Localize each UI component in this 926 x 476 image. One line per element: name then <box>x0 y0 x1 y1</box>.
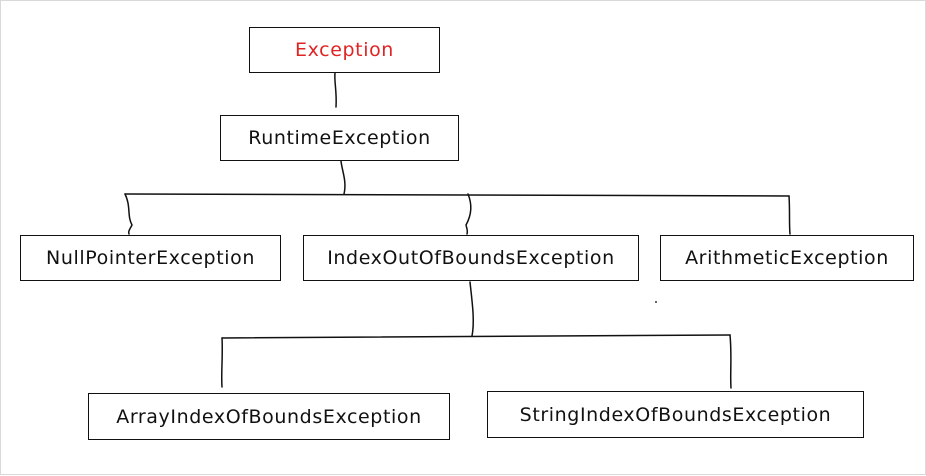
node-index-out-of-bounds-exception: IndexOutOfBoundsException <box>303 235 639 281</box>
connector-drop-stringindex <box>729 334 732 389</box>
node-exception: Exception <box>249 27 440 73</box>
connector-top-bar <box>124 193 790 197</box>
node-exception-label: Exception <box>295 39 394 61</box>
stray-dot-2 <box>655 301 657 303</box>
node-array-index-of-bounds-exception: ArrayIndexOfBoundsException <box>88 393 450 440</box>
connector-lower-bar <box>221 334 731 339</box>
connector-drop-arithmetic <box>788 195 791 235</box>
node-string-index-of-bounds-exception: StringIndexOfBoundsException <box>487 391 864 438</box>
node-string-index-of-bounds-exception-label: StringIndexOfBoundsException <box>519 403 832 426</box>
connector-drop-indexoutofbounds <box>465 193 472 235</box>
connector-drop-arrayindex <box>220 337 224 388</box>
node-arithmetic-exception-label: ArithmeticException <box>685 247 889 269</box>
node-null-pointer-exception: NullPointerException <box>20 235 281 281</box>
connector-runtime-bar <box>340 160 346 195</box>
connector-drop-nullpointer <box>124 193 133 235</box>
node-runtime-exception: RuntimeException <box>220 115 459 161</box>
node-array-index-of-bounds-exception-label: ArrayIndexOfBoundsException <box>116 405 422 428</box>
node-null-pointer-exception-label: NullPointerException <box>46 247 255 269</box>
connector-exception-runtime <box>334 72 337 108</box>
connector-index-bar <box>469 281 474 337</box>
node-arithmetic-exception: ArithmeticException <box>660 235 914 281</box>
node-index-out-of-bounds-exception-label: IndexOutOfBoundsException <box>327 247 615 269</box>
node-runtime-exception-label: RuntimeException <box>248 127 431 149</box>
